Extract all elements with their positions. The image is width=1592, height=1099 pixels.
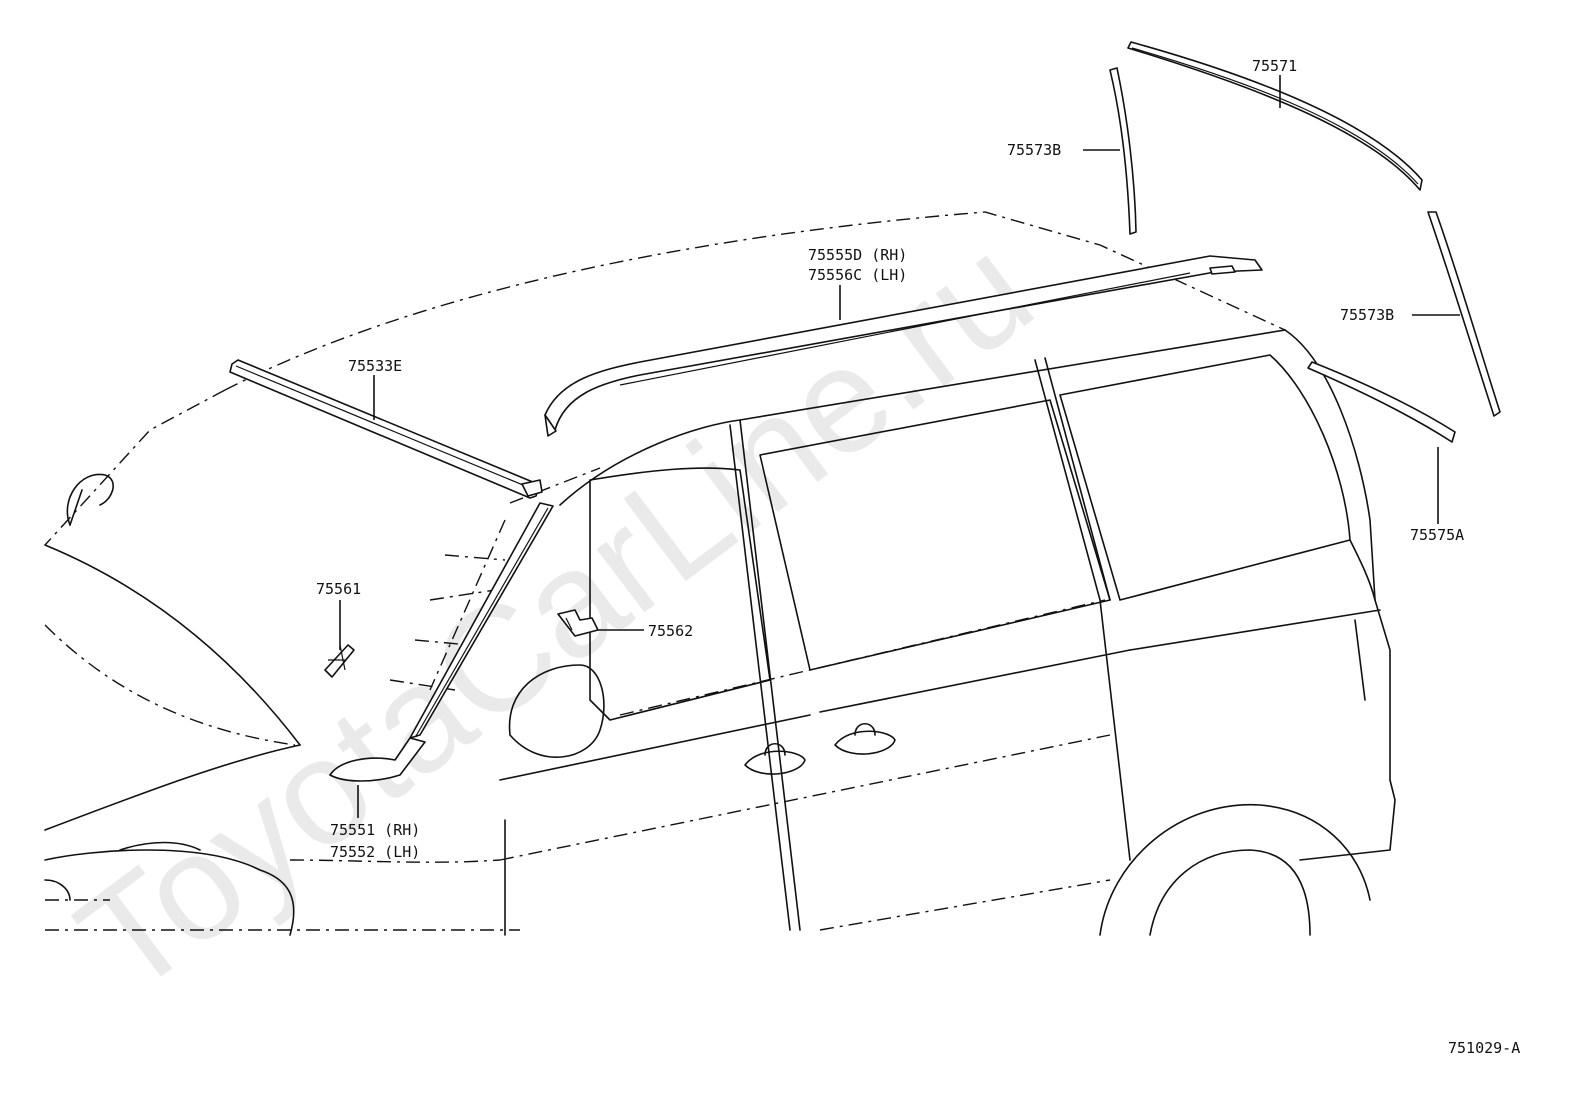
part-75555D-roof-molding [544,255,1263,437]
part-75571-molding [1127,41,1423,191]
part-labels: 75533E 75555D (RH) 75556C (LH) 75571 755… [316,57,1520,1057]
label-75571: 75571 [1252,57,1297,75]
label-75551: 75551 (RH) [330,821,420,839]
label-75555D: 75555D (RH) [808,246,907,264]
label-75561: 75561 [316,580,361,598]
diagram-code: 751029-A [1448,1039,1520,1057]
leader-lines [339,75,1460,818]
label-75552: 75552 (LH) [330,843,420,861]
part-75575A-molding [1307,361,1456,443]
part-75561-clip [324,644,355,678]
label-75573B-top: 75573B [1007,141,1061,159]
part-75573B-right-strip [1427,211,1501,417]
part-75573B-top-strip [1109,67,1137,235]
label-75562: 75562 [648,622,693,640]
label-75533E: 75533E [348,357,402,375]
label-75556C: 75556C (LH) [808,266,907,284]
part-75551-pillar-molding [329,502,554,782]
label-75575A: 75575A [1410,526,1464,544]
part-75533E-molding [229,359,543,499]
vehicle-outline [44,211,1396,936]
part-75562-clip [557,609,599,637]
label-75573B-right: 75573B [1340,306,1394,324]
